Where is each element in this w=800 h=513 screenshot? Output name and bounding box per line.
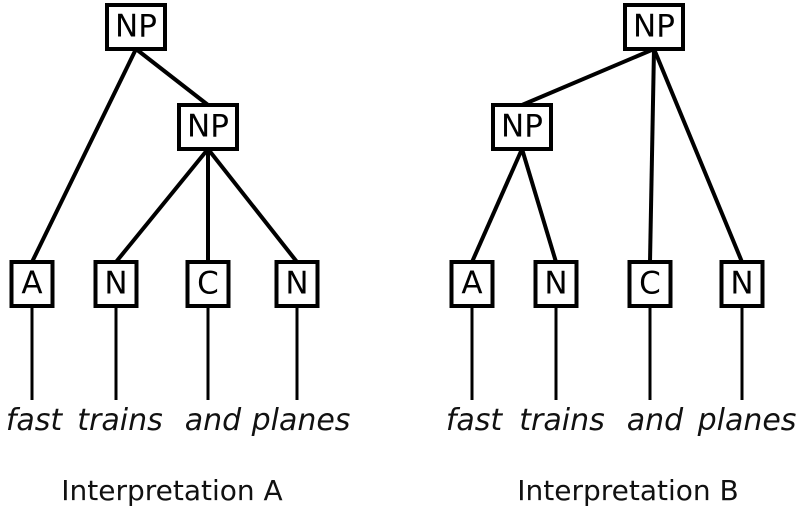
tree-node-b-leaf-n1: N [533, 260, 579, 308]
node-box-b-root-np [623, 3, 685, 51]
terminal-word-a-word-trains: trains [77, 403, 162, 438]
node-box-b-leaf-n1 [533, 260, 579, 308]
tree-edge-b-inner-np-to-b-leaf-n1 [520, 148, 558, 263]
tree-node-a-leaf-n1: N [93, 260, 139, 308]
tree-node-a-leaf-c: C [185, 260, 231, 308]
leaf-stems-layer [30, 306, 744, 400]
tree-node-a-leaf-n2: N [274, 260, 320, 308]
terminal-words-layer: fast trains and planes fast trains and planes [6, 403, 797, 438]
terminal-word-a-word-and: and [185, 403, 242, 438]
tree-node-a-leaf-a: A [9, 260, 55, 308]
node-label-a-inner-np: NP [187, 109, 229, 145]
node-box-a-leaf-n1 [93, 260, 139, 308]
terminal-word-a-word-planes: planes [251, 403, 351, 438]
node-box-a-leaf-c [185, 260, 231, 308]
tree-node-b-leaf-c: C [627, 260, 673, 308]
tree-edge-b-root-np-to-b-leaf-c [648, 48, 656, 263]
node-label-b-leaf-n2: N [730, 266, 753, 302]
terminal-word-b-word-planes: planes [697, 403, 797, 438]
node-label-b-leaf-a: A [461, 266, 482, 302]
tree-node-b-leaf-n2: N [719, 260, 765, 308]
tree-edge-a-inner-np-to-a-leaf-n1 [114, 147, 210, 264]
tree-edge-a-inner-np-to-a-leaf-n2 [206, 147, 299, 264]
tree-edge-b-root-np-to-b-leaf-n2 [652, 48, 744, 263]
node-label-b-root-np: NP [633, 9, 675, 45]
node-label-a-leaf-n1: N [104, 266, 127, 302]
tree-edge-b-inner-np-to-b-leaf-a [470, 148, 524, 263]
tree-edge-b-root-np-to-b-inner-np [521, 47, 655, 107]
node-box-a-leaf-n2 [274, 260, 320, 308]
tree-node-a-root-np: NP [105, 3, 167, 51]
terminal-word-a-word-fast: fast [6, 403, 64, 438]
node-label-b-leaf-c: C [639, 266, 661, 302]
node-label-b-inner-np: NP [501, 109, 543, 145]
node-label-a-root-np: NP [115, 9, 157, 45]
node-label-b-leaf-n1: N [544, 266, 567, 302]
captions-layer: Interpretation A Interpretation B [61, 474, 738, 507]
tree-edge-a-root-np-to-a-inner-np [134, 47, 210, 107]
terminal-word-b-word-fast: fast [446, 403, 504, 438]
node-box-b-leaf-a [449, 260, 495, 308]
caption-interpretation-a: Interpretation A [61, 474, 282, 507]
node-label-a-leaf-a: A [21, 266, 42, 302]
terminal-word-b-word-trains: trains [519, 403, 604, 438]
node-box-a-leaf-a [9, 260, 55, 308]
tree-edge-a-root-np-to-a-leaf-a [30, 48, 138, 263]
caption-interpretation-b: Interpretation B [517, 474, 739, 507]
tree-node-a-inner-np: NP [177, 103, 239, 151]
node-box-a-root-np [105, 3, 167, 51]
node-box-a-inner-np [177, 103, 239, 151]
node-box-b-leaf-n2 [719, 260, 765, 308]
tree-node-b-inner-np: NP [491, 103, 553, 151]
terminal-word-b-word-and: and [627, 403, 684, 438]
node-label-a-leaf-n2: N [285, 266, 308, 302]
tree-nodes-layer: NP NP A N C N NP NP A N C N [9, 3, 765, 308]
tree-node-b-root-np: NP [623, 3, 685, 51]
node-box-b-leaf-c [627, 260, 673, 308]
node-box-b-inner-np [491, 103, 553, 151]
tree-node-b-leaf-a: A [449, 260, 495, 308]
tree-edges-layer [30, 47, 744, 264]
node-label-a-leaf-c: C [197, 266, 219, 302]
